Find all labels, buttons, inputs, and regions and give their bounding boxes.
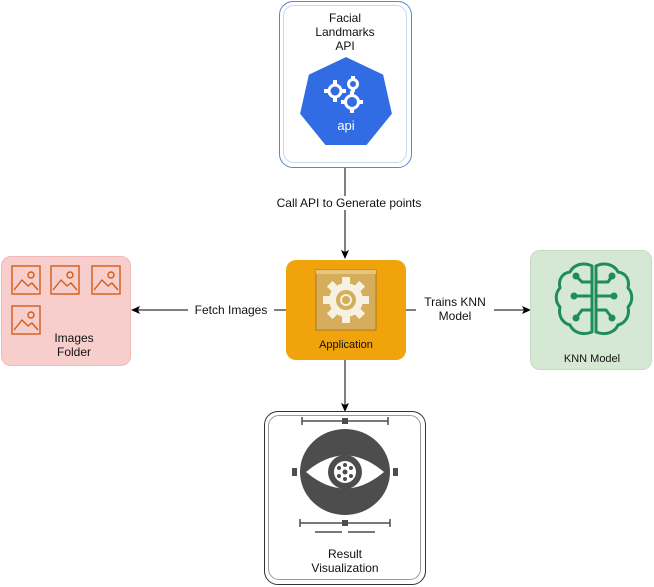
edge-label-fetch: Fetch Images bbox=[188, 303, 274, 317]
image-icon bbox=[11, 265, 121, 335]
api-icon: api bbox=[297, 54, 395, 147]
result-visualization-node[interactable]: Result Visualization bbox=[264, 411, 426, 585]
edge-label-trains: Trains KNN Model bbox=[416, 295, 494, 323]
edge-label-api-call: Call API to Generate points bbox=[268, 196, 430, 210]
api-icon-text: api bbox=[337, 118, 354, 133]
knn-model-node[interactable]: KNN Model bbox=[530, 250, 652, 370]
application-label: Application bbox=[319, 339, 373, 351]
api-node[interactable]: Facial Landmarks API api bbox=[279, 1, 412, 168]
images-folder-label: Images Folder bbox=[54, 331, 94, 359]
eye-icon bbox=[292, 417, 398, 533]
brain-circuit-icon bbox=[554, 262, 634, 336]
api-node-label: Facial Landmarks API bbox=[315, 11, 375, 53]
knn-model-label: KNN Model bbox=[563, 353, 621, 365]
result-visualization-label: Result Visualization bbox=[311, 547, 379, 575]
gear-icon bbox=[315, 269, 377, 331]
application-node[interactable]: Application bbox=[286, 260, 406, 360]
images-folder-node[interactable]: Images Folder bbox=[1, 256, 131, 366]
